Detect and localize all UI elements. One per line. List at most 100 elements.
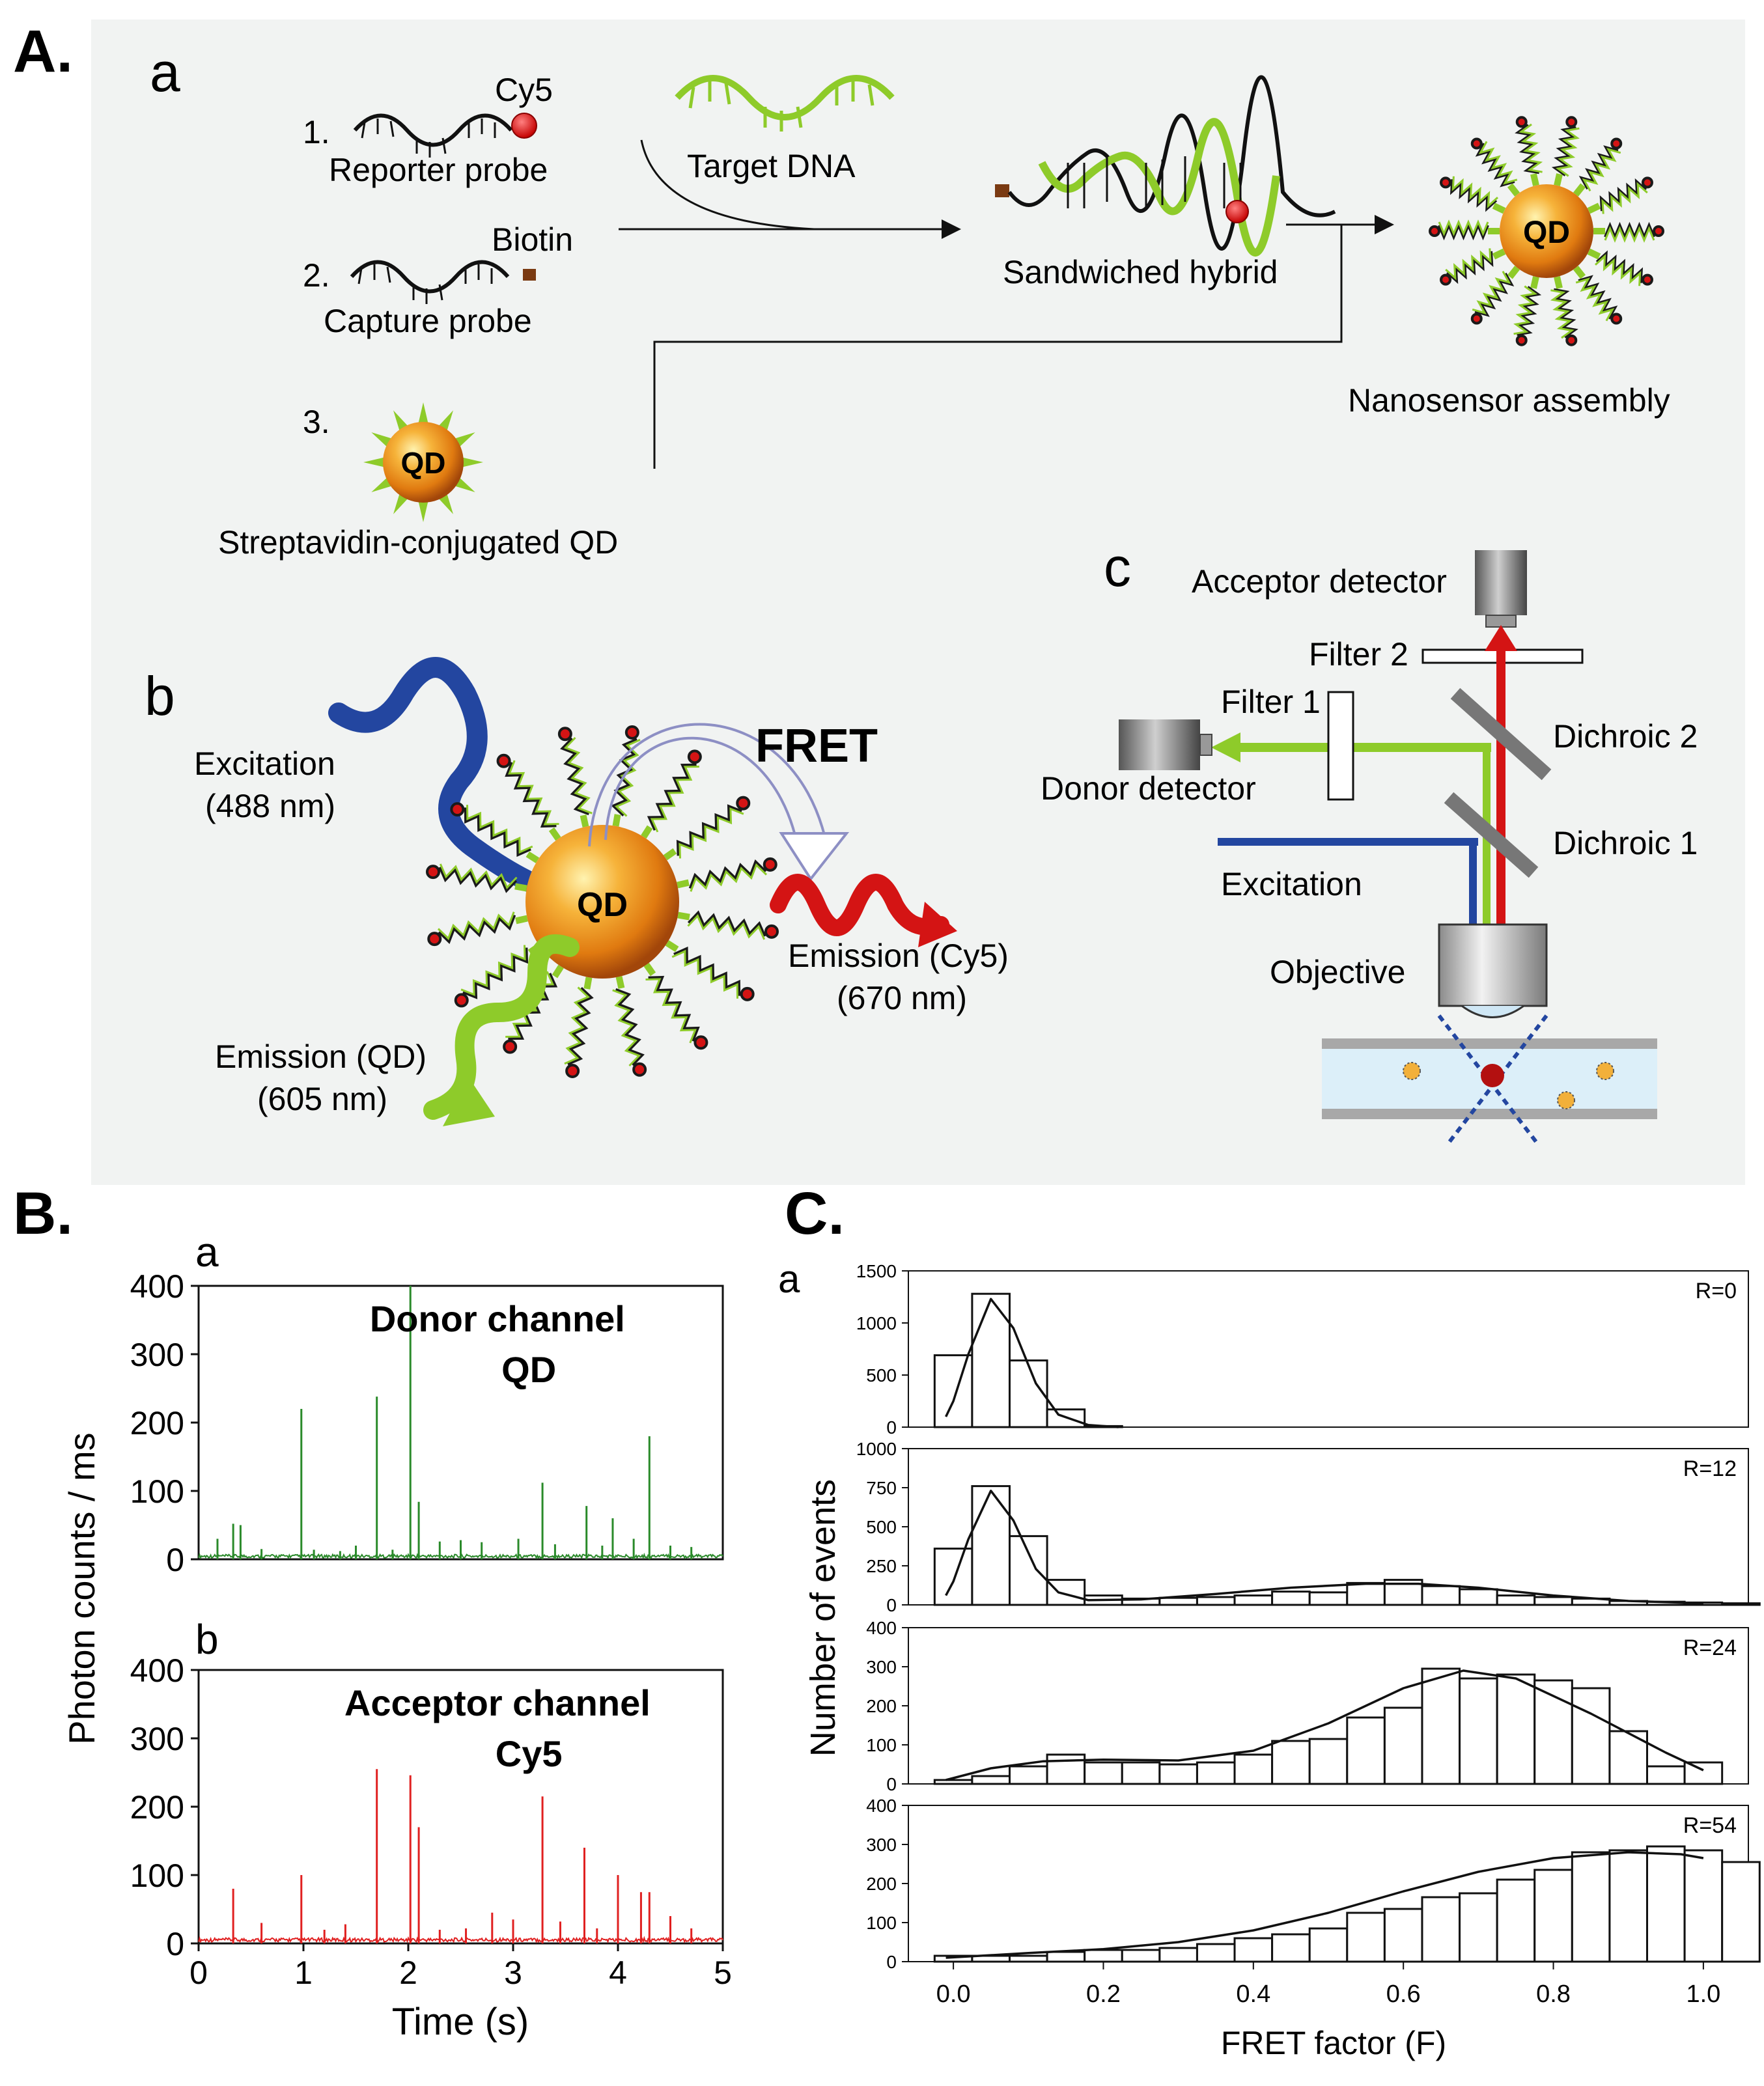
histogram-bar: [1383, 1706, 1423, 1785]
filter1-label: Filter 1: [1221, 684, 1321, 720]
dna-strand-icon: [508, 973, 558, 1040]
dna-strand-icon: [688, 859, 767, 889]
y-tick-label: 400: [130, 1652, 184, 1689]
dye-dot-icon: [1641, 273, 1653, 286]
dna-strand-icon: [437, 911, 515, 941]
dna-strand-icon: [1478, 141, 1518, 185]
histogram-bar: [1571, 1851, 1611, 1963]
dye-dot-icon: [450, 802, 465, 817]
dna-strand-icon: [612, 989, 641, 1067]
qd-particle-icon: [1403, 1062, 1421, 1080]
dna-strand-icon: [615, 988, 645, 1066]
streptavidin-spike: [363, 456, 388, 468]
target-merge-curve: [640, 139, 815, 230]
histogram-bar: [1008, 1765, 1048, 1785]
y-tick-label: 400: [866, 1618, 897, 1638]
linker: [1530, 276, 1539, 289]
dna-strand-icon: [1582, 147, 1621, 192]
linker: [515, 915, 528, 925]
histogram-bar: [1459, 1677, 1498, 1785]
panel-ba-label: a: [195, 1229, 219, 1275]
linker: [641, 825, 653, 839]
linker: [1530, 173, 1539, 186]
y-tick-label: 200: [130, 1405, 184, 1441]
dna-strand-icon: [645, 978, 697, 1044]
histogram-bar: [1421, 1585, 1461, 1606]
emission-cy5-wave: [770, 874, 949, 936]
y-tick-label: 300: [130, 1721, 184, 1757]
linker: [1587, 248, 1601, 260]
dye-dot-icon: [1515, 334, 1528, 346]
dye-dot-icon: [763, 857, 777, 872]
linker: [1554, 276, 1563, 289]
histogram-bar: [1308, 1738, 1349, 1785]
dna-strand-icon: [1601, 182, 1648, 214]
y-tick-label: 0: [166, 1542, 184, 1578]
biotin-icon: [995, 184, 1009, 197]
dna-strand-icon: [466, 805, 533, 854]
streptavidin-qd: 3. QD Streptavidin-conjugated QD: [218, 402, 618, 561]
y-tick-label: 400: [130, 1268, 184, 1305]
histogram-bar: [933, 1779, 973, 1785]
dna-strand-icon: [1446, 251, 1494, 285]
quantum-dot-icon: [1500, 184, 1593, 278]
y-tick-label: 1500: [856, 1261, 897, 1281]
c-xlabel: FRET factor (F): [1221, 2025, 1446, 2061]
dye-dot-icon: [496, 753, 511, 768]
y-tick-label: 200: [130, 1789, 184, 1826]
emission-cy5-nm: (670 nm): [837, 980, 967, 1016]
histogram-bar: [1421, 1896, 1461, 1963]
x-tick-label: 0.6: [1386, 1981, 1421, 2008]
dna-strand-icon: [673, 946, 741, 996]
acceptor-beam-arrowhead: [1485, 625, 1517, 651]
fret-transfer-arrow-outer: [588, 723, 828, 847]
x-tick-label: 0.4: [1236, 1981, 1270, 2008]
dna-strand-icon: [560, 737, 590, 816]
linker: [580, 814, 589, 827]
linker: [1573, 266, 1586, 279]
fit-curve: [945, 1851, 1704, 1959]
streptavidin-label: Streptavidin-conjugated QD: [218, 524, 618, 561]
histogram-bar: [1046, 1951, 1086, 1963]
objective: [1438, 923, 1548, 1007]
y-tick-label: 100: [866, 1913, 897, 1933]
x-tick-label: 1.0: [1686, 1981, 1720, 2008]
y-tick-label: 0: [166, 1926, 184, 1962]
histogram-bar: [1683, 1849, 1724, 1963]
dye-dot-icon: [740, 986, 755, 1001]
qd-particle-icon: [1557, 1091, 1575, 1109]
dna-strand-icon: [1578, 275, 1618, 320]
excitation-nm: (488 nm): [205, 788, 335, 824]
dye-dot-icon: [1653, 225, 1664, 237]
y-tick-label: 0: [886, 1417, 897, 1438]
dna-strand-icon: [505, 762, 557, 828]
histogram-bar: [1271, 1591, 1311, 1606]
dye-dot-icon: [1515, 116, 1528, 128]
dye-dot-icon: [764, 924, 779, 939]
filter1: [1327, 691, 1354, 801]
y-tick-label: 750: [866, 1478, 897, 1498]
dna-strand-icon: [1552, 288, 1578, 339]
probe2-number: 2.: [303, 257, 330, 294]
y-tick-label: 0: [886, 1774, 897, 1794]
plot-frame: [908, 1448, 1749, 1606]
histogram-bar: [1271, 1740, 1311, 1785]
dna-strand-icon: [353, 113, 513, 147]
fit-curve: [945, 1669, 1704, 1781]
dna-strand-icon: [671, 949, 738, 999]
histogram-bar: [971, 1292, 1011, 1428]
channel-title-line2: QD: [501, 1349, 556, 1390]
y-tick-label: 0: [886, 1595, 897, 1615]
streptavidin-spike: [417, 497, 429, 522]
histogram-bar: [1196, 1596, 1236, 1606]
dna-strand-icon: [508, 760, 559, 826]
histogram-bar: [1046, 1579, 1086, 1606]
r-value-label: R=0: [1696, 1279, 1737, 1303]
nanosensor-label: Nanosensor assembly: [1348, 382, 1670, 419]
histogram-bar: [1158, 1947, 1198, 1963]
fret-label: FRET: [755, 720, 878, 772]
reporter-probe: 1. Cy5 Reporter probe: [303, 72, 553, 188]
dna-strand-icon: [563, 736, 593, 814]
